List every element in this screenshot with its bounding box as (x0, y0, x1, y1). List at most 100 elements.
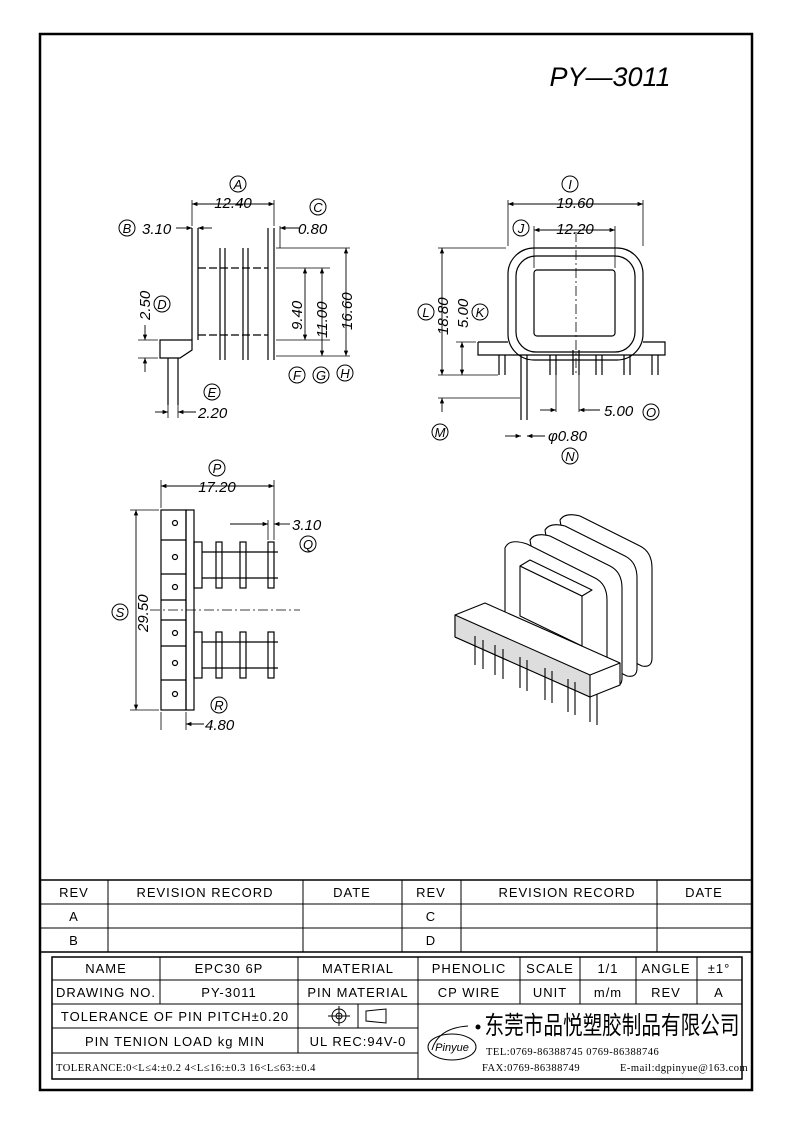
callout-m: M (431, 423, 449, 441)
callout-i: I (561, 175, 579, 193)
dim-phi-0-80: φ0.80 (548, 428, 588, 445)
callout-r: R (210, 696, 228, 714)
part-number: PY—3011 (549, 62, 670, 92)
dim-9-40: 9.40 (289, 300, 306, 330)
pin-material-value: CP WIRE (438, 985, 500, 1000)
material-label: MATERIAL (322, 961, 394, 976)
dim-18-80: 18.80 (435, 297, 452, 335)
bottom-view-dimensions (133, 483, 290, 727)
svg-text:G: G (316, 368, 326, 383)
dim-5-00-k: 5.00 (455, 298, 472, 328)
revision-table-text: REV REVISION RECORD DATE REV REVISION RE… (59, 885, 723, 948)
svg-text:R: R (214, 698, 223, 713)
dim-12-20: 12.20 (556, 221, 594, 238)
side-view-dimensions (439, 201, 643, 439)
callout-a: A (229, 175, 247, 193)
isometric-view (454, 514, 653, 725)
svg-text:A: A (69, 909, 79, 924)
company-logo: Pinyue (427, 1024, 481, 1061)
callouts: A B C D E F G H I J K L M N O P Q R S (111, 175, 660, 714)
callout-q: Q (299, 535, 317, 553)
svg-text:K: K (476, 305, 486, 320)
svg-text:REV: REV (416, 885, 446, 900)
svg-text:DATE: DATE (333, 885, 371, 900)
dimension-labels: 12.40 3.10 0.80 2.50 9.40 11.00 16.60 2.… (135, 195, 634, 734)
title-block-text: NAME EPC30 6P MATERIAL PHENOLIC SCALE 1/… (56, 961, 729, 1049)
svg-text:REVISION RECORD: REVISION RECORD (136, 885, 273, 900)
side-view (438, 200, 666, 420)
svg-text:H: H (340, 366, 350, 381)
dim-16-60: 16.60 (339, 292, 356, 330)
drawing-no-label: DRAWING NO. (56, 985, 156, 1000)
svg-text:J: J (517, 221, 525, 236)
dim-19-60: 19.60 (556, 195, 594, 212)
material-value: PHENOLIC (432, 961, 506, 976)
callout-n: N (561, 447, 579, 465)
svg-text:REV: REV (59, 885, 89, 900)
unit-label: UNIT (533, 985, 567, 1000)
svg-text:D: D (426, 933, 436, 948)
drawing-no-value: PY-3011 (201, 985, 256, 1000)
pin-material-label: PIN MATERIAL (307, 985, 408, 1000)
company-fax: FAX:0769-86388749 (482, 1063, 580, 1074)
dim-5-00-o: 5.00 (604, 403, 634, 420)
svg-text:S: S (116, 605, 125, 620)
callout-k: K (471, 303, 489, 321)
svg-text:B: B (69, 933, 79, 948)
scale-label: SCALE (526, 961, 574, 976)
callout-g: G (312, 366, 330, 384)
dim-29-50: 29.50 (135, 594, 152, 633)
angle-label: ANGLE (641, 961, 690, 976)
svg-text:REVISION RECORD: REVISION RECORD (498, 885, 635, 900)
pin-tension: PIN TENION LOAD kg MIN (85, 1034, 265, 1049)
dim-2-20: 2.20 (197, 405, 228, 422)
svg-text:B: B (123, 221, 132, 236)
svg-text:Q: Q (303, 537, 313, 552)
company-name: 东莞市品悦塑胶制品有限公司 (485, 1012, 740, 1040)
name-label: NAME (85, 961, 127, 976)
svg-text:DATE: DATE (685, 885, 723, 900)
svg-text:O: O (646, 405, 656, 420)
front-view-dimensions (142, 201, 349, 415)
callout-c: C (309, 198, 327, 216)
svg-text:D: D (157, 297, 166, 312)
logo-text: Pinyue (435, 1042, 469, 1054)
rev-label: REV (651, 985, 681, 1000)
callout-e: E (203, 383, 221, 401)
dim-3-10: 3.10 (142, 221, 172, 238)
callout-b: B (118, 219, 136, 237)
tolerance-line: TOLERANCE:0<L≤4:±0.2 4<L≤16:±0.3 16<L≤63… (56, 1063, 316, 1074)
company-tel: TEL:0769-86388745 0769-86388746 (486, 1047, 659, 1058)
unit-value: m/m (594, 985, 622, 1000)
svg-text:M: M (435, 425, 446, 440)
dim-12-40: 12.40 (214, 195, 252, 212)
svg-text:E: E (208, 385, 217, 400)
name-value: EPC30 6P (195, 961, 264, 976)
tolerance-pitch: TOLERANCE OF PIN PITCH±0.20 (61, 1009, 289, 1024)
callout-o: O (642, 403, 660, 421)
company-email: E-mail:dgpinyue@163.com (620, 1063, 748, 1074)
dim-17-20: 17.20 (198, 479, 236, 496)
dim-11-00: 11.00 (314, 301, 331, 338)
svg-text:N: N (565, 449, 575, 464)
dim-0-80: 0.80 (298, 221, 328, 238)
callout-h: H (336, 364, 354, 382)
svg-text:I: I (568, 177, 572, 192)
svg-text:P: P (213, 461, 222, 476)
dim-2-50: 2.50 (137, 290, 154, 321)
dim-3-10-q: 3.10 (292, 517, 322, 534)
callout-l: L (417, 303, 435, 321)
bottom-view (130, 480, 300, 730)
title-block (51, 956, 743, 1080)
front-view (138, 200, 350, 418)
callout-s: S (111, 603, 129, 621)
svg-text:A: A (233, 177, 243, 192)
callout-j: J (512, 219, 530, 237)
dim-4-80: 4.80 (205, 717, 235, 734)
svg-text:F: F (293, 368, 302, 383)
callout-p: P (208, 459, 226, 477)
svg-text:C: C (426, 909, 436, 924)
callout-d: D (153, 295, 171, 313)
svg-text:L: L (422, 305, 429, 320)
